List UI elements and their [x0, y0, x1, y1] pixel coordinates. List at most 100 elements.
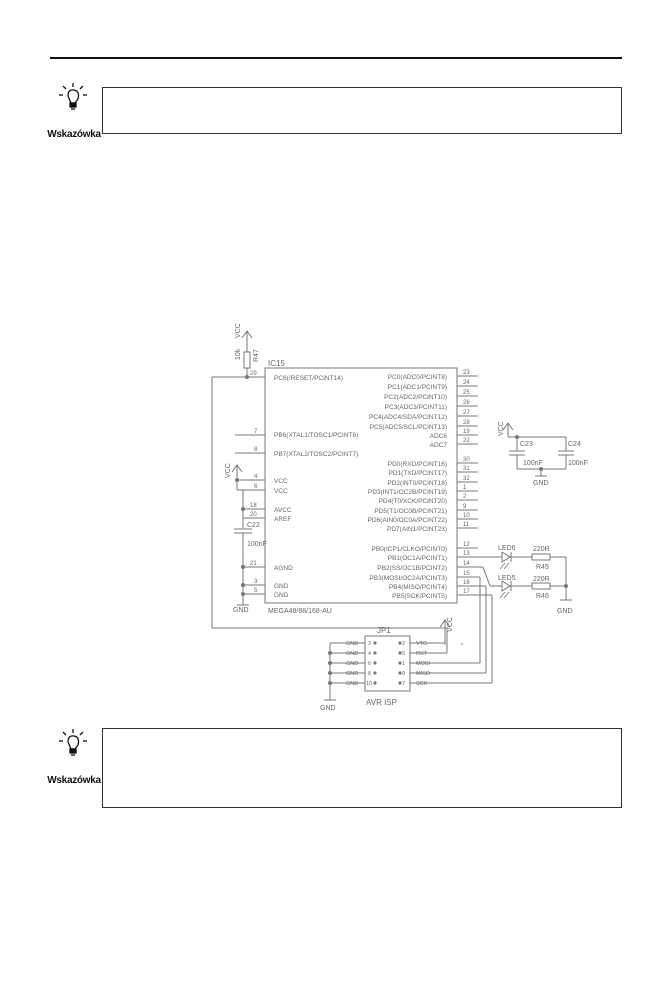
pin-name: VCC: [274, 488, 288, 495]
pin-number: 30: [463, 457, 470, 463]
pin-number: 31: [463, 466, 470, 472]
lightbulb-icon: [59, 729, 87, 756]
pin-name: PD6(AIN0/OC0A/PCINT22): [368, 517, 447, 524]
pin-name: PD2(INT0/PCINT18): [387, 480, 447, 487]
c22-name: C22: [247, 522, 260, 529]
pin-name: PB6(XTAL1/TOSC1/PCINT6): [274, 432, 358, 439]
pin-number: 24: [463, 380, 470, 386]
jp-pin-number: 3: [368, 641, 371, 647]
hint-marker-2: Wskazówka: [46, 728, 102, 788]
pin-name: GND: [274, 583, 289, 590]
pin-number: 26: [463, 400, 470, 406]
pin-number: 2: [463, 494, 467, 500]
led6-label: LED6: [498, 545, 516, 552]
r47-value: 10k: [235, 348, 242, 360]
r46-value: 220R: [533, 576, 550, 583]
jp1-name: JP1: [377, 626, 391, 635]
pin-name: AGND: [274, 565, 293, 572]
pin-name: PB7(XTAL2/TOSC2/PCINT7): [274, 451, 358, 458]
pin-number: 29: [250, 371, 257, 377]
jp-pin-label: GND: [346, 681, 358, 687]
pin-name: VCC: [274, 478, 288, 485]
pin-name: PB1(OC1A/PCINT1): [388, 555, 447, 562]
pin-name: PD1(TXD/PCINT17): [388, 470, 447, 477]
r46-resistor: [531, 582, 551, 590]
pin-number: 8: [254, 447, 258, 453]
jp-pin-label: GND: [346, 661, 358, 667]
pin-name: PB4(MISO/PCINT4): [389, 584, 447, 591]
jp-pin-label: VTG: [416, 641, 427, 647]
pin-name: PC1(ADC1/PCINT9): [388, 384, 447, 391]
r47-resistor: [243, 351, 251, 369]
jp-pin-number: 6: [368, 661, 371, 667]
pin-name: PC6(/RESET/PCINT14): [274, 375, 343, 382]
jp-pin-label: MOSI: [416, 661, 431, 667]
pin-name: AVCC: [274, 507, 292, 514]
pin-name: PD7(AIN1/PCINT23): [387, 526, 447, 533]
pin-number: 16: [463, 580, 470, 586]
jp-pin-number: 5: [402, 651, 405, 657]
pin-number: 10: [463, 513, 470, 519]
hint-label: Wskazówka: [47, 775, 101, 786]
pin-name: ADC6: [430, 433, 448, 440]
pin-number: 19: [463, 429, 470, 435]
jp-pin-number: 10: [366, 681, 372, 687]
r47-vcc-label: VCC: [235, 323, 242, 338]
ic-name: IC15: [268, 359, 285, 368]
pin-number: 21: [250, 561, 257, 567]
pin-name: PD0(RXD/PCINT16): [388, 461, 447, 468]
vcc-label-caps: VCC: [498, 421, 505, 436]
top-rule: [50, 57, 622, 59]
vcc-label-isp: VCC: [447, 617, 454, 632]
pin-name: PC0(ADC0/PCINT8): [388, 374, 447, 381]
pin-number: 5: [254, 588, 258, 594]
pin-name: PC5(ADC5/SCL/PCINT13): [370, 424, 447, 431]
pin-number: 18: [250, 503, 257, 509]
jp-pin-label: RST: [416, 651, 428, 657]
pin-number: 11: [463, 522, 470, 528]
vcc-label: VCC: [225, 463, 232, 478]
ic-part: MEGA48/88/168-AU: [268, 608, 332, 615]
c23-name: C23: [520, 441, 533, 448]
jp-pin-number: 1: [402, 661, 405, 667]
pin-number: 28: [463, 420, 470, 426]
pin-number: 6: [254, 484, 258, 490]
pin-number: 25: [463, 390, 470, 396]
pin-name: PC2(ADC2/PCINT10): [384, 394, 447, 401]
c24-name: C24: [568, 441, 581, 448]
jp-pin-label: GND: [346, 641, 358, 647]
jp-pin-label: GND: [346, 671, 358, 677]
r46-name: R46: [536, 593, 549, 600]
pin-number: 12: [463, 542, 470, 548]
jp-pin-label: SCK: [416, 681, 428, 687]
gnd-label-leds: GND: [557, 608, 573, 615]
pin-name: PB5(SCK/PCINT5): [392, 593, 447, 600]
pin-name: PC3(ADC3/PCINT11): [385, 404, 447, 411]
r45-resistor: [531, 553, 551, 561]
pin-number: 14: [463, 561, 470, 567]
hint-box-2: [102, 728, 622, 808]
jp-pin-label: GND: [346, 651, 358, 657]
pin-number: 15: [463, 571, 470, 577]
jp-pin-number: 2: [402, 641, 405, 647]
r45-name: R45: [536, 564, 549, 571]
pin-name: PB0(ICP1/CLKO/PCINT0): [372, 546, 448, 553]
pin-name: PD4(T0/XCK/PCINT20): [379, 498, 447, 505]
pin-name: AREF: [274, 516, 291, 523]
pin-name: PB3(MOSI/OC2A/PCINT3): [369, 575, 447, 582]
ic-body: [264, 367, 458, 604]
lightbulb-icon: [59, 83, 87, 110]
gnd-label: GND: [233, 607, 249, 614]
hint-marker: Wskazówka: [46, 82, 102, 142]
pin-name: PD3(INT1/OC2B/PCINT19): [368, 489, 447, 496]
jp-pin-number: 9: [402, 671, 405, 677]
r47-name: R47: [253, 349, 260, 362]
c22-value: 100nF: [247, 541, 267, 548]
pin-number: 17: [463, 589, 470, 595]
pin-number: 1: [463, 485, 467, 491]
gnd-label-caps: GND: [533, 480, 549, 487]
pin-number: 13: [463, 551, 470, 557]
pin-number: 20: [250, 512, 257, 518]
hint-box-1: [102, 87, 622, 134]
